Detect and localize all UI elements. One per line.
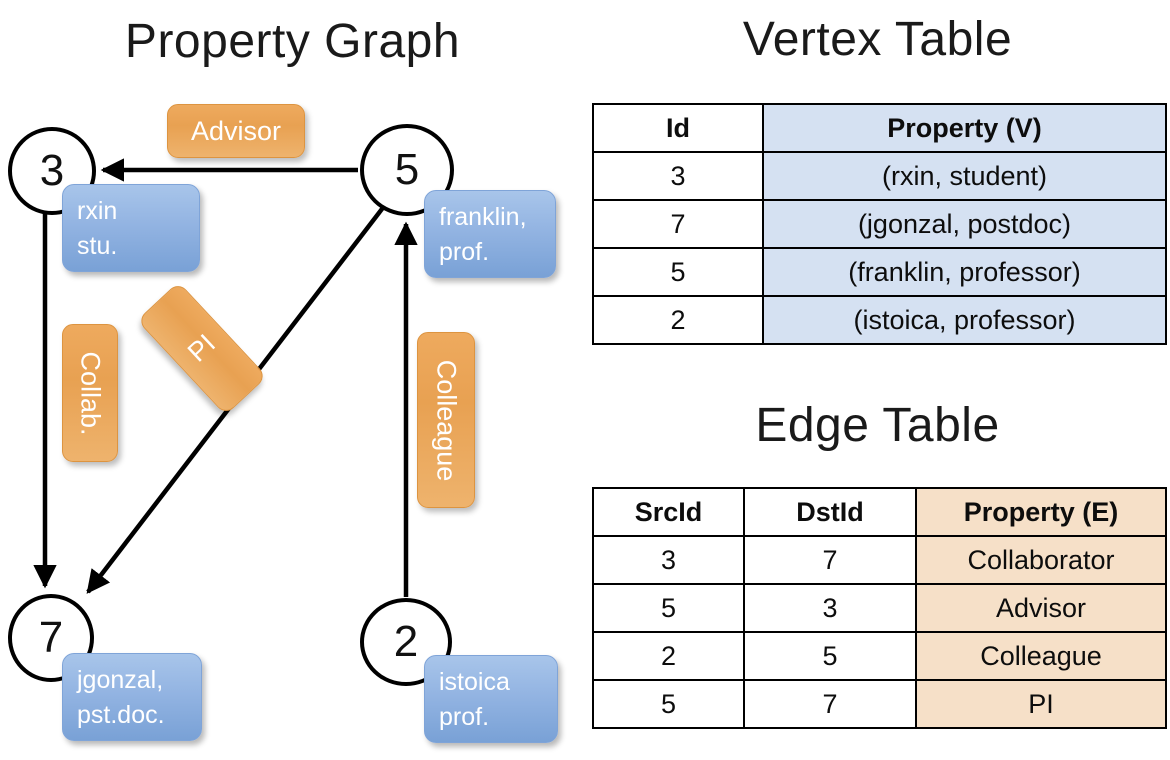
table-row: 2 5 Colleague (592, 631, 1167, 681)
vertex-cell-property: (jgonzal, postdoc) (762, 199, 1167, 249)
table-header-row: SrcId DstId Property (E) (592, 487, 1167, 537)
table-row: 2 (istoica, professor) (592, 295, 1167, 345)
vertex-node-5[interactable]: 5 (360, 124, 454, 216)
edge-cell-srcid: 5 (592, 679, 745, 729)
table-row: 7 (jgonzal, postdoc) (592, 199, 1167, 249)
edge-label-collab-text: Collab. (75, 350, 106, 436)
vertex-node-5-label: 5 (394, 145, 420, 194)
edge-cell-property: Collaborator (915, 535, 1167, 585)
edge-table-header-property: Property (E) (915, 487, 1167, 537)
edge-cell-dstid: 3 (743, 583, 917, 633)
vertex-table-header-id: Id (592, 103, 764, 153)
edge-table: SrcId DstId Property (E) 3 7 Collaborato… (592, 487, 1167, 729)
vertex-property-box-3: rxin stu. (62, 184, 200, 272)
vertex-cell-property: (rxin, student) (762, 151, 1167, 201)
edge-cell-property: PI (915, 679, 1167, 729)
vertex-cell-id: 3 (592, 151, 764, 201)
vertex-property-box-7: jgonzal, pst.doc. (62, 653, 202, 741)
vertex-cell-id: 7 (592, 199, 764, 249)
vertex-cell-property: (istoica, professor) (762, 295, 1167, 345)
page-title-vertex-table: Vertex Table (742, 13, 1013, 66)
vertex-table-header-property: Property (V) (762, 103, 1167, 153)
edge-label-advisor: Advisor (167, 104, 305, 158)
edge-table-header-srcid: SrcId (592, 487, 745, 537)
table-row: 5 (franklin, professor) (592, 247, 1167, 297)
property-graph-panel: Property Graph 3 5 7 2 rxin stu. frankli… (8, 15, 558, 743)
vertex-node-2[interactable]: 2 (360, 598, 452, 686)
vertex-property-box-5: franklin, prof. (424, 190, 556, 278)
table-row: 5 7 PI (592, 679, 1167, 729)
edge-label-advisor-text: Advisor (190, 115, 282, 146)
edge-cell-dstid: 7 (743, 535, 917, 585)
vertex-node-7-label: 7 (38, 613, 64, 662)
vertex-cell-property: (franklin, professor) (762, 247, 1167, 297)
edge-label-colleague-text: Colleague (431, 359, 462, 481)
edge-label-pi-text: PI (182, 328, 222, 368)
edge-table-header-dstid: DstId (743, 487, 917, 537)
page-title-edge-table: Edge Table (755, 399, 1000, 452)
edge-cell-dstid: 7 (743, 679, 917, 729)
vertex-property-box-2: istoica prof. (424, 655, 558, 743)
table-row: 3 7 Collaborator (592, 535, 1167, 585)
edge-cell-srcid: 5 (592, 583, 745, 633)
page-title-property-graph: Property Graph (124, 15, 461, 68)
vertex-node-2-label: 2 (393, 617, 419, 666)
edge-cell-property: Colleague (915, 631, 1167, 681)
vertex-node-3-label: 3 (39, 146, 65, 195)
edge-cell-property: Advisor (915, 583, 1167, 633)
table-row: 5 3 Advisor (592, 583, 1167, 633)
edge-cell-srcid: 2 (592, 631, 745, 681)
table-row: 3 (rxin, student) (592, 151, 1167, 201)
vertex-cell-id: 2 (592, 295, 764, 345)
edge-cell-dstid: 5 (743, 631, 917, 681)
edge-cell-srcid: 3 (592, 535, 745, 585)
edge-label-collab: Collab. (62, 324, 118, 462)
table-header-row: Id Property (V) (592, 103, 1167, 153)
vertex-cell-id: 5 (592, 247, 764, 297)
vertex-table: Id Property (V) 3 (rxin, student) 7 (jgo… (592, 103, 1167, 345)
edge-label-colleague: Colleague (417, 332, 475, 508)
